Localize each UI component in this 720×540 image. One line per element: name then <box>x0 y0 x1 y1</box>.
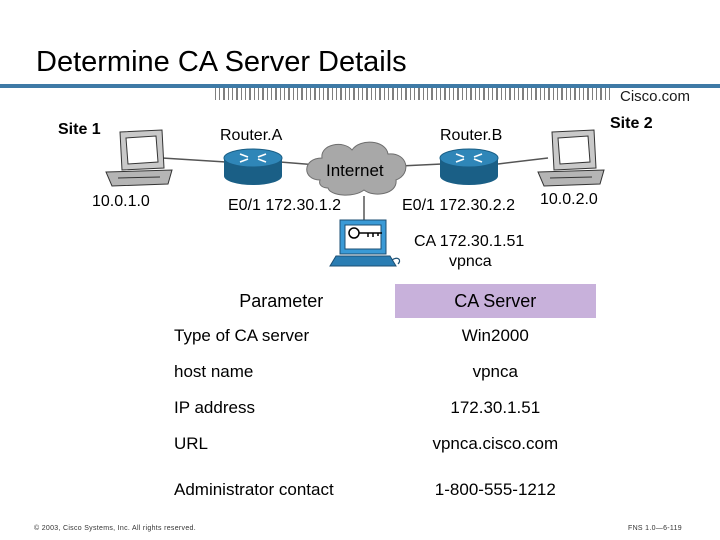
link-pc1-routera <box>161 157 227 163</box>
row-parameter: host name <box>174 362 254 381</box>
link-internet-routerb <box>399 163 443 167</box>
row-parameter: IP address <box>174 398 255 417</box>
network-diagram: Site 1 Site 2 Router.A Router.B Internet… <box>58 115 653 270</box>
ca-details-table: Parameter CA Server Type of CA server Wi… <box>168 284 596 518</box>
internet-label: Internet <box>326 161 384 180</box>
router-a-icon <box>223 148 283 185</box>
site1-network-label: 10.0.1.0 <box>92 193 150 210</box>
table-row: Type of CA server Win2000 <box>168 318 596 354</box>
header-ca-server: CA Server <box>394 284 596 318</box>
router-a-interface-label: E0/1 172.30.1.2 <box>228 197 341 214</box>
table-row: host name vpnca <box>168 354 596 390</box>
table-row: URL vpnca.cisco.com <box>168 426 596 462</box>
site2-pc-icon <box>537 129 605 187</box>
router-b-interface-label: E0/1 172.30.2.2 <box>402 197 515 214</box>
table-row: IP address 172.30.1.51 <box>168 390 596 426</box>
key-icon <box>348 227 382 239</box>
router-a-label: Router.A <box>220 127 283 144</box>
title-rule <box>0 84 720 100</box>
row-value: 1-800-555-1212 <box>434 480 556 499</box>
row-parameter: URL <box>174 434 209 453</box>
copyright-footer: © 2003, Cisco Systems, Inc. All rights r… <box>34 525 196 532</box>
internet-cloud-icon <box>306 141 407 196</box>
ca-name-label: vpnca <box>449 253 492 270</box>
site2-label: Site 2 <box>610 115 653 132</box>
row-parameter: Administrator contact <box>174 480 334 499</box>
site1-pc-icon <box>105 129 173 187</box>
row-value: 172.30.1.51 <box>450 398 541 417</box>
row-value: Win2000 <box>461 326 529 345</box>
cisco-logo: Cisco.com <box>620 88 691 105</box>
table-row: Administrator contact 1-800-555-1212 <box>168 462 596 518</box>
row-value: vpnca <box>472 362 518 381</box>
header-parameter: Parameter <box>239 290 324 311</box>
site2-network-label: 10.0.2.0 <box>540 191 598 208</box>
table-header-row: Parameter CA Server <box>168 284 596 318</box>
row-parameter: Type of CA server <box>174 326 310 345</box>
page-title: Determine CA Server Details <box>36 46 407 78</box>
router-b-icon <box>439 148 499 185</box>
ca-address-label: CA 172.30.1.51 <box>414 233 524 250</box>
ca-server-icon <box>329 219 401 267</box>
site1-label: Site 1 <box>58 121 101 138</box>
row-value: vpnca.cisco.com <box>432 434 559 453</box>
page-number-footer: FNS 1.0—6-119 <box>628 525 682 532</box>
barcode-decoration <box>215 88 610 100</box>
router-b-label: Router.B <box>440 127 502 144</box>
link-routerb-pc2 <box>497 157 549 165</box>
